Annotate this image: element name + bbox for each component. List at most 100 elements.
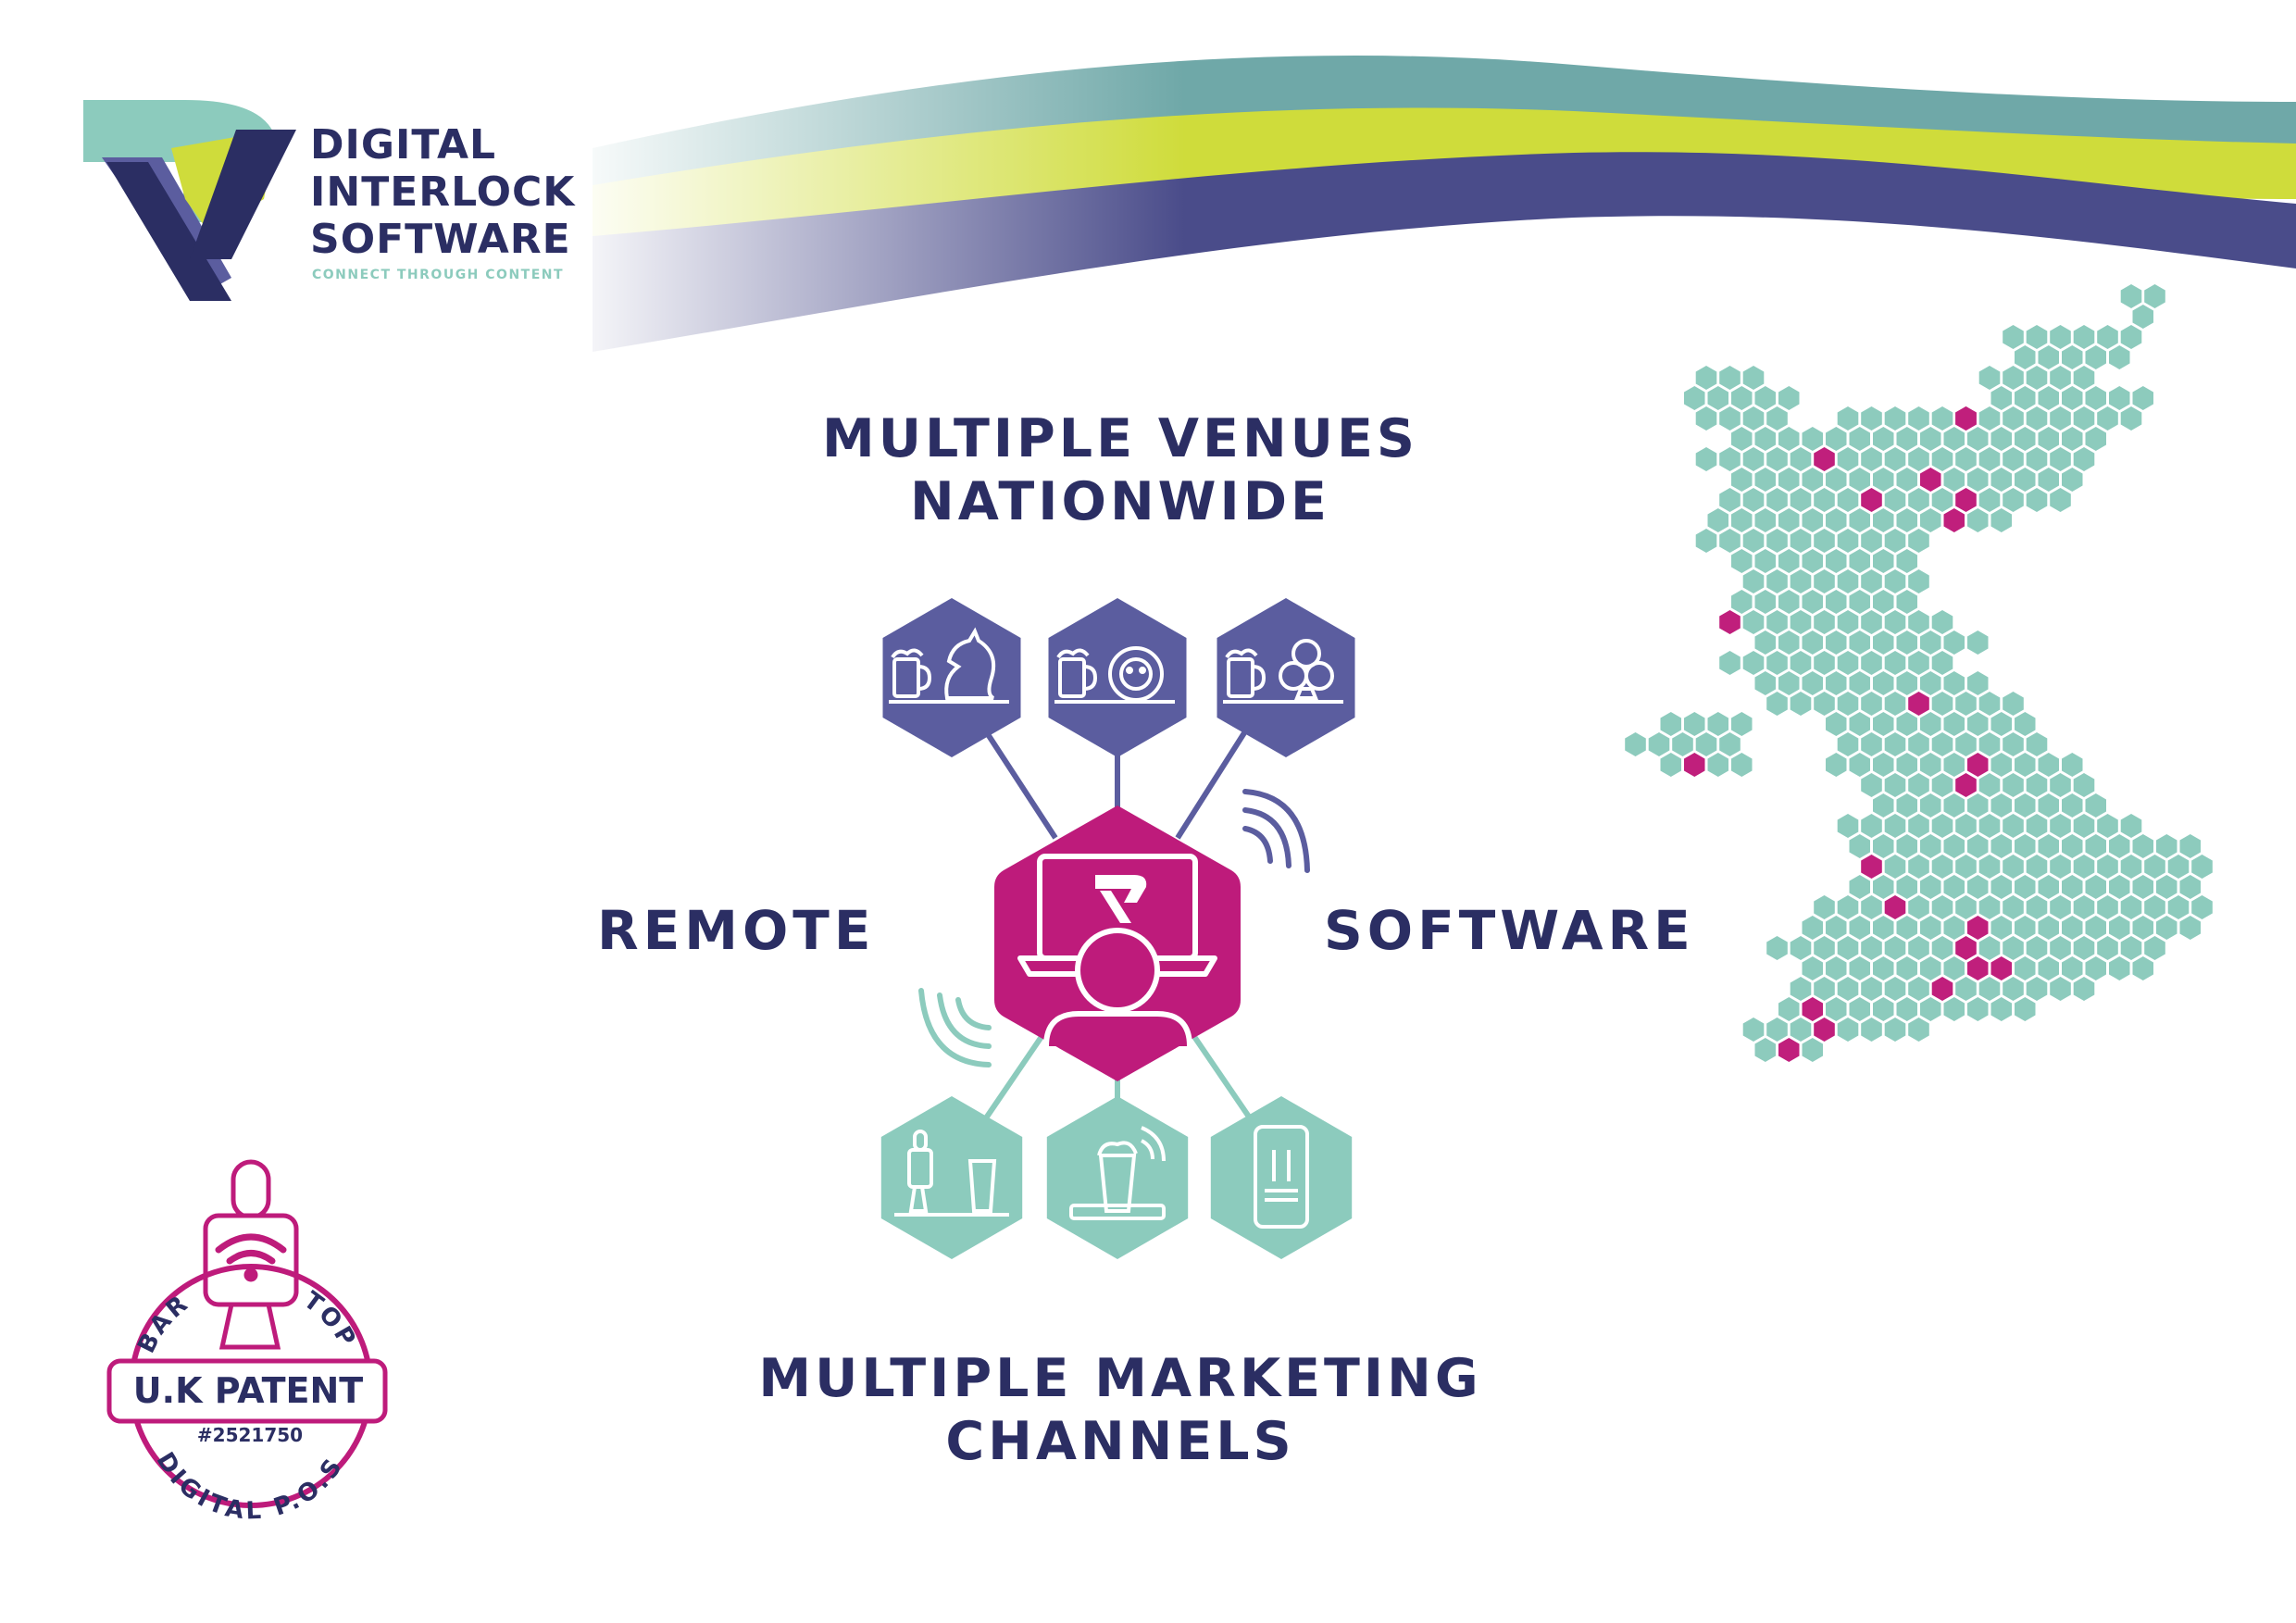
map-cell bbox=[2120, 814, 2142, 838]
map-cell bbox=[1837, 529, 1859, 553]
heading-venues: MULTIPLE VENUES NATIONWIDE bbox=[704, 407, 1537, 533]
map-venue-cell bbox=[1908, 692, 1929, 716]
map-cell bbox=[1967, 468, 1989, 492]
map-cell bbox=[2109, 386, 2130, 410]
map-cell bbox=[2038, 834, 2059, 858]
patent-badge: BAR TOP DIGITAL P.O.S U.K PATENT #252175… bbox=[106, 1159, 388, 1526]
map-cell bbox=[1837, 488, 1859, 512]
map-cell bbox=[1908, 406, 1929, 431]
map-cell bbox=[2050, 895, 2071, 919]
beer-glass-wifi-icon bbox=[1069, 1126, 1166, 1220]
map-cell bbox=[1766, 569, 1788, 593]
map-cell bbox=[2085, 793, 2106, 818]
map-cell bbox=[1967, 671, 1989, 695]
map-venue-cell bbox=[1955, 488, 1977, 512]
map-cell bbox=[1648, 732, 1670, 756]
map-cell bbox=[1908, 936, 1929, 960]
map-cell bbox=[1766, 406, 1788, 431]
map-cell bbox=[1849, 956, 1870, 980]
map-cell bbox=[1861, 529, 1882, 553]
map-cell bbox=[1778, 427, 1800, 451]
map-cell bbox=[2132, 386, 2153, 410]
map-cell bbox=[2191, 855, 2213, 879]
map-cell bbox=[1873, 793, 1894, 818]
map-cell bbox=[1742, 447, 1765, 471]
map-cell bbox=[1660, 753, 1681, 777]
map-cell bbox=[1707, 753, 1728, 777]
map-cell bbox=[1896, 753, 1917, 777]
map-cell bbox=[1826, 590, 1847, 614]
map-cell bbox=[1826, 956, 1847, 980]
map-cell bbox=[1684, 386, 1705, 410]
map-cell bbox=[1978, 936, 2001, 960]
map-cell bbox=[2167, 895, 2190, 919]
map-cell bbox=[1920, 997, 1941, 1021]
map-cell bbox=[1861, 1017, 1882, 1042]
map-cell bbox=[1754, 671, 1776, 695]
map-cell bbox=[1908, 977, 1929, 1001]
map-cell bbox=[1731, 590, 1753, 614]
map-cell bbox=[2038, 793, 2059, 818]
map-cell bbox=[1920, 916, 1941, 940]
map-cell bbox=[1731, 753, 1753, 777]
map-cell bbox=[1695, 366, 1717, 390]
map-cell bbox=[1943, 753, 1965, 777]
map-cell bbox=[1742, 366, 1765, 390]
map-venue-cell bbox=[1931, 977, 1953, 1001]
map-cell bbox=[1754, 590, 1776, 614]
map-cell bbox=[2050, 814, 2071, 838]
map-cell bbox=[1814, 895, 1835, 919]
map-cell bbox=[2085, 386, 2106, 410]
map-cell bbox=[1955, 814, 1977, 838]
map-cell bbox=[1955, 692, 1977, 716]
map-cell bbox=[2015, 753, 2036, 777]
map-cell bbox=[1742, 1017, 1765, 1042]
map-cell bbox=[1849, 630, 1870, 655]
map-cell bbox=[1849, 590, 1870, 614]
map-venue-cell bbox=[1814, 447, 1835, 471]
map-cell bbox=[2097, 895, 2118, 919]
map-cell bbox=[1978, 488, 2001, 512]
map-cell bbox=[1873, 956, 1894, 980]
map-cell bbox=[1908, 488, 1929, 512]
map-cell bbox=[1719, 529, 1741, 553]
hub-remote-operator bbox=[994, 805, 1241, 1081]
heading-channels: MULTIPLE MARKETING CHANNELS bbox=[648, 1347, 1592, 1473]
map-cell bbox=[2026, 773, 2048, 797]
map-cell bbox=[1766, 447, 1788, 471]
map-cell bbox=[2073, 814, 2095, 838]
map-cell bbox=[1802, 508, 1823, 532]
map-cell bbox=[1884, 692, 1906, 716]
map-cell bbox=[1625, 732, 1646, 756]
map-cell bbox=[1778, 997, 1800, 1021]
map-cell bbox=[1684, 712, 1705, 736]
map-cell bbox=[1719, 488, 1741, 512]
channel-hexagon bbox=[880, 1096, 1023, 1259]
map-cell bbox=[2015, 956, 2036, 980]
map-cell bbox=[2050, 447, 2071, 471]
map-cell bbox=[1908, 855, 1929, 879]
map-cell bbox=[2144, 936, 2165, 960]
map-cell bbox=[1837, 977, 1859, 1001]
map-venue-cell bbox=[1861, 855, 1882, 879]
map-cell bbox=[2179, 916, 2201, 940]
map-cell bbox=[1742, 488, 1765, 512]
map-cell bbox=[2062, 753, 2083, 777]
map-cell bbox=[1826, 549, 1847, 573]
map-cell bbox=[1884, 773, 1906, 797]
map-cell bbox=[1920, 630, 1941, 655]
badge-title: U.K PATENT bbox=[133, 1370, 363, 1411]
map-cell bbox=[2144, 855, 2165, 879]
map-cell bbox=[1873, 549, 1894, 573]
map-cell bbox=[1896, 508, 1917, 532]
map-cell bbox=[2120, 325, 2142, 349]
map-cell bbox=[1931, 692, 1953, 716]
map-cell bbox=[1967, 793, 1989, 818]
map-cell bbox=[2062, 956, 2083, 980]
map-cell bbox=[1861, 692, 1882, 716]
map-cell bbox=[1943, 427, 1965, 451]
map-cell bbox=[1826, 630, 1847, 655]
map-venue-cell bbox=[1967, 916, 1989, 940]
map-cell bbox=[2038, 468, 2059, 492]
